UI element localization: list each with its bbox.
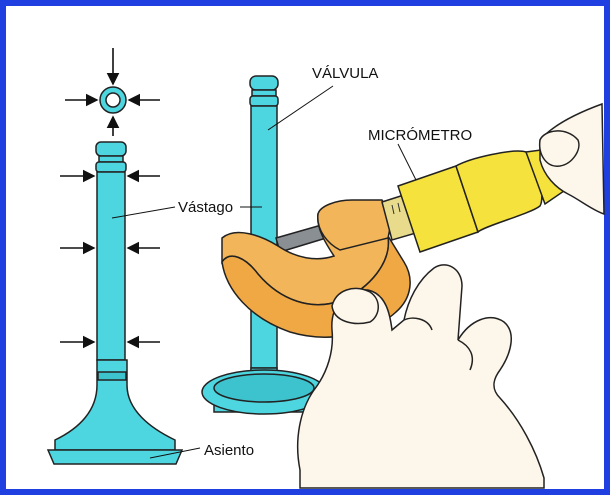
stem-label: Vástago (178, 199, 233, 216)
valve-label: VÁLVULA (312, 65, 378, 82)
valve-stem (96, 171, 126, 361)
valve-stem-tip (95, 141, 127, 157)
right-valve (201, 75, 327, 415)
upper-thumb (538, 130, 580, 167)
valve-neck (54, 359, 176, 451)
finger-crease-1 (403, 317, 433, 331)
valve-tip-collar (249, 95, 279, 107)
valve-head (46, 449, 184, 465)
valve-head-right-face (213, 373, 315, 403)
finger-crease-2 (457, 339, 474, 371)
valve-stem-groove (98, 155, 124, 163)
hands (296, 102, 605, 489)
valve-tip (249, 75, 279, 91)
valve-neck-band (97, 371, 127, 381)
seat-label: Asiento (204, 442, 254, 459)
micrometer-label: MICRÓMETRO (368, 127, 472, 144)
valve-stem-collar (95, 161, 127, 173)
measurement-arrows (60, 48, 160, 349)
valve-end-ring-hole (105, 92, 121, 108)
leader-lines (111, 85, 417, 459)
left-valve (46, 86, 184, 465)
lower-thumb (331, 287, 379, 325)
valve-tip-groove (251, 89, 277, 97)
